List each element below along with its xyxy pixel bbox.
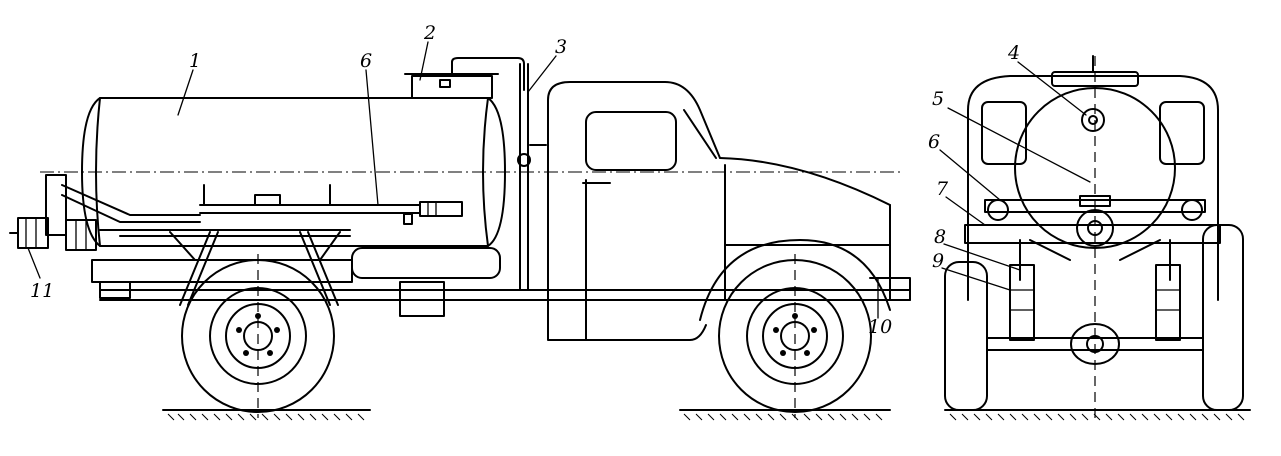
side-view bbox=[9, 41, 911, 421]
callout-3: 3 bbox=[555, 36, 568, 58]
leaf-springs bbox=[1009, 264, 1181, 341]
ground-strip-rear bbox=[162, 409, 371, 421]
callout-6-rear: 6 bbox=[928, 131, 941, 153]
side-pipe bbox=[199, 184, 463, 225]
cab-rear-outline bbox=[967, 75, 1219, 301]
rear-pump bbox=[9, 174, 201, 251]
rear-wheel bbox=[181, 254, 335, 418]
callout-9: 9 bbox=[932, 250, 945, 272]
callout-11: 11 bbox=[30, 280, 55, 302]
callout-8: 8 bbox=[934, 226, 947, 248]
vertical-pipe bbox=[517, 63, 547, 291]
callout-10: 10 bbox=[868, 316, 893, 338]
callout-1: 1 bbox=[189, 50, 202, 72]
callout-5: 5 bbox=[932, 88, 945, 110]
rear-view bbox=[939, 55, 1251, 421]
rear-frame bbox=[964, 224, 1221, 281]
front-wheel bbox=[718, 254, 872, 418]
ground-strip-front bbox=[679, 409, 891, 421]
cab bbox=[547, 81, 911, 341]
callout-2: 2 bbox=[424, 22, 437, 44]
cross-pipe bbox=[984, 195, 1206, 221]
front-fender bbox=[699, 239, 891, 321]
side-leader-lines bbox=[27, 41, 879, 319]
callout-4: 4 bbox=[1008, 42, 1021, 64]
rear-left-tyre bbox=[944, 261, 988, 411]
tank bbox=[81, 97, 506, 247]
chassis-frame bbox=[91, 229, 911, 317]
lower-tank bbox=[351, 247, 501, 279]
tank-supports bbox=[169, 231, 341, 306]
callout-7: 7 bbox=[936, 178, 949, 200]
rear-leader-lines bbox=[939, 61, 1091, 291]
callout-6-side: 6 bbox=[360, 50, 373, 72]
ground-strip-rear-view bbox=[944, 409, 1251, 421]
rear-axle bbox=[986, 323, 1204, 365]
rear-right-tyre bbox=[1202, 224, 1244, 411]
manhole bbox=[404, 57, 525, 99]
tank-cross-section bbox=[1014, 55, 1176, 420]
